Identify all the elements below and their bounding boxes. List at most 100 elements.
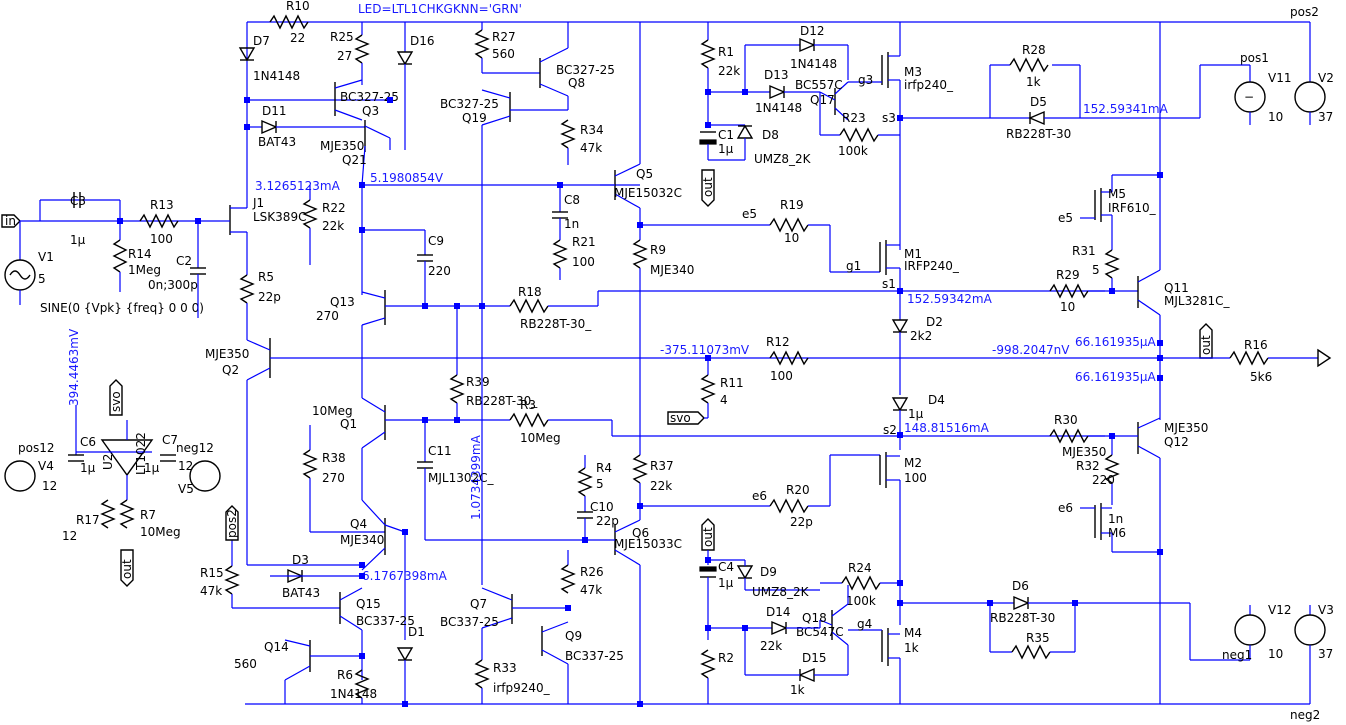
transistor-Q8[interactable]: BC327-25 Q8 (539, 22, 615, 110)
diode-D6[interactable]: D6 RB228T-30 (990, 579, 1190, 625)
resistor-R31[interactable]: R31 5 (1072, 244, 1120, 290)
resistor-R33[interactable]: R33 irfp9240_ (474, 628, 551, 704)
port-out-lower[interactable]: out (701, 518, 715, 551)
mosfet-M6[interactable]: 1n M6 (1080, 503, 1160, 553)
transistor-Q19[interactable]: BC327-25 Q19 (440, 89, 568, 585)
transistor-Q12[interactable]: MJE350 Q12 (1137, 417, 1208, 704)
mosfet-M1[interactable]: M1 IRFP240_ (879, 240, 960, 320)
capacitor-C11[interactable]: C11 MJL1302C_ (417, 420, 610, 541)
source-V1[interactable]: V1 5 SINE(0 {Vpk} {freq} 0 0 0) (4, 221, 204, 315)
resistor-R2[interactable]: R2 (700, 649, 734, 704)
resistor-R14[interactable]: R14 1Meg (112, 221, 161, 292)
capacitor-C7[interactable]: C7 1µ (144, 433, 178, 475)
transistor-Q3[interactable]: BC327-25 Q3 (334, 79, 399, 121)
resistor-R24[interactable]: R24 100k (820, 561, 900, 608)
source-V2[interactable]: V2 37 (1294, 60, 1334, 125)
resistor-R37[interactable]: R37 22k (632, 454, 674, 520)
resistor-R20[interactable]: R20 22p (769, 454, 880, 529)
diode-D4[interactable]: D4 1µ (891, 393, 945, 450)
source-V3[interactable]: V3 37 (1294, 603, 1334, 661)
transistor-Q2[interactable]: MJE350 Q2 (205, 338, 1160, 565)
resistor-R17[interactable]: R17 12 (62, 499, 116, 543)
mosfet-M2[interactable]: M2 100 (879, 452, 927, 625)
transistor-Q9[interactable]: Q9 BC337-25 (541, 621, 624, 704)
resistor-R10[interactable]: R10 22 (269, 0, 310, 45)
resistor-R9[interactable]: R9 MJE340 (632, 239, 694, 455)
resistor-R35[interactable]: R35 (990, 631, 1075, 660)
zener-D9[interactable]: D9 UMZ8_2K (736, 560, 820, 599)
diode-D2[interactable]: D2 2k2 (891, 315, 943, 395)
resistor-R25[interactable]: R25 27 (330, 22, 370, 85)
resistor-R26[interactable]: R26 47k (560, 550, 604, 597)
capacitor-C3[interactable]: C3 1µ (70, 192, 86, 247)
resistor-R22[interactable]: R22 22k (302, 185, 346, 265)
input-port[interactable]: in (1, 214, 21, 228)
resistor-R30[interactable]: R30 MJE350 (1049, 413, 1138, 459)
port-neg12[interactable]: neg12 (176, 441, 214, 455)
zener-D8[interactable]: D8 UMZ8_2K (708, 124, 812, 166)
transistor-Q6[interactable]: Q6 MJE15033C (610, 519, 682, 704)
resistor-R6[interactable]: R6 1N4148 (330, 668, 377, 704)
resistor-R1[interactable]: R1 22k (700, 39, 740, 125)
diode-D13[interactable]: D13 1N4148 (755, 68, 820, 115)
source-V12[interactable]: V12 10 (1234, 603, 1291, 661)
resistor-R32[interactable]: R32 220 (1076, 436, 1120, 505)
diode-D11[interactable]: D11 BAT43 (258, 104, 365, 149)
resistor-R15[interactable]: R15 47k (200, 540, 340, 609)
opamp-U2[interactable]: U2 LT1022 (76, 420, 154, 500)
resistor-R4[interactable]: R4 5 (577, 455, 612, 512)
port-svo-upper[interactable]: svo (109, 379, 123, 416)
port-pos2-lower[interactable]: pos2 (225, 505, 239, 541)
port-out-upper[interactable]: out (701, 169, 715, 207)
transistor-Q4[interactable]: Q4 MJE340 (340, 499, 406, 640)
source-V4[interactable]: V4 12 (4, 459, 57, 493)
source-V11[interactable]: − V11 10 (1234, 65, 1291, 125)
resistor-R29[interactable]: R29 10 (1049, 268, 1138, 314)
capacitor-C8[interactable]: C8 1n (552, 185, 580, 240)
diode-D3[interactable]: D3 BAT43 (270, 553, 362, 600)
resistor-R18[interactable]: R18 RB228T-30_ (509, 285, 1105, 331)
transistor-Q21[interactable]: MJE350 Q21 (320, 120, 391, 186)
source-V5[interactable]: V5 12 (178, 459, 221, 496)
mosfet-M4[interactable]: M4 1k (848, 626, 922, 704)
resistor-R39[interactable]: R39 RB228T-30_ (449, 374, 538, 420)
capacitor-C2[interactable]: C2 0n;300p (148, 221, 206, 318)
diode-D14[interactable]: D14 22k (760, 605, 821, 653)
led-D16[interactable]: D16 (396, 22, 435, 150)
transistor-Q7[interactable]: Q7 BC337-25 (440, 587, 568, 629)
resistor-R38[interactable]: R38 270 (302, 425, 385, 533)
mosfet-M5[interactable]: M5 IRF610_ (1080, 174, 1160, 250)
resistor-R23[interactable]: R23 100k (820, 111, 900, 158)
resistor-R21[interactable]: R21 100 (552, 235, 596, 280)
diode-D5[interactable]: D5 RB228T-30 (990, 95, 1200, 141)
diode-D12[interactable]: D12 1N4148 (790, 24, 849, 80)
led-D1[interactable]: D1 (396, 625, 425, 704)
transistor-Q13[interactable]: Q13 270 (316, 290, 510, 398)
capacitor-C10[interactable]: C10 22p (577, 500, 619, 540)
port-svo-lower[interactable]: svo (667, 411, 708, 425)
resistor-R27[interactable]: R27 560 (474, 22, 540, 74)
resistor-R7[interactable]: R7 10Meg (119, 499, 181, 539)
resistor-R16[interactable]: R16 5k6 (1229, 338, 1332, 384)
mosfet-M3[interactable]: M3 irfp240_ (848, 50, 954, 250)
capacitor-C9[interactable]: C9 220 (362, 229, 451, 306)
resistor-R28[interactable]: R28 1k (1009, 43, 1049, 89)
diode-D7[interactable]: D7 1N4148 (238, 34, 300, 83)
resistor-R3[interactable]: R3 10Meg (509, 398, 1105, 445)
transistor-Q15[interactable]: Q15 BC337-25 (339, 587, 415, 680)
transistor-Q17[interactable]: BC557C Q17 (795, 78, 849, 121)
resistor-R11[interactable]: R11 4 (700, 358, 744, 418)
transistor-Q14[interactable]: Q14 560 (234, 639, 362, 704)
jfet-J1[interactable]: J1 LSK389C (220, 22, 306, 275)
resistor-R13[interactable]: R13 100 (139, 198, 179, 246)
port-out-lower-left[interactable]: out (120, 549, 134, 587)
capacitor-C6[interactable]: C6 1µ (68, 435, 96, 475)
capacitor-C1[interactable]: C1 1µ (699, 128, 734, 160)
port-pos12[interactable]: pos12 (18, 441, 54, 455)
transistor-Q1[interactable]: 10Meg Q1 (312, 397, 510, 500)
transistor-Q11[interactable]: Q11 MJL3281C_ (1137, 269, 1230, 420)
transistor-Q5[interactable]: Q5 MJE15032C (600, 22, 682, 240)
resistor-R19[interactable]: R19 10 (769, 198, 880, 273)
resistor-R5[interactable]: R5 22p (239, 270, 281, 340)
resistor-R12[interactable]: R12 100 (766, 335, 809, 383)
